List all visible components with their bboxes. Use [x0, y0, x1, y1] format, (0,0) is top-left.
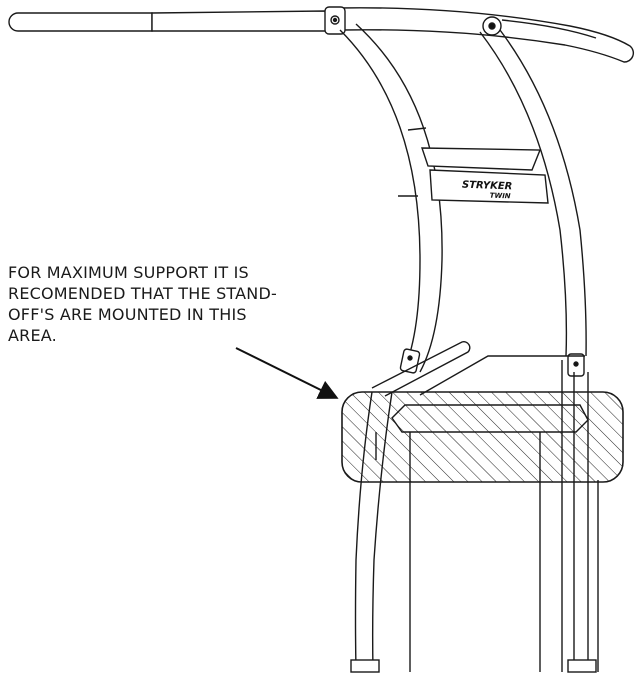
svg-text:TWIN: TWIN — [490, 192, 511, 201]
leader-arrow — [235, 347, 339, 399]
note-line: FOR MAXIMUM SUPPORT IT IS — [8, 263, 249, 282]
svg-text:STRYKER: STRYKER — [462, 180, 513, 193]
brand-logo: STRYKER TWIN — [462, 180, 513, 201]
mounting-note: FOR MAXIMUM SUPPORT IT IS RECOMENDED THA… — [8, 262, 308, 346]
frame-lines — [8, 6, 634, 673]
note-line: AREA. — [8, 326, 57, 345]
note-line: OFF'S ARE MOUNTED IN THIS — [8, 305, 247, 324]
note-line: RECOMENDED THAT THE STAND- — [8, 284, 277, 303]
